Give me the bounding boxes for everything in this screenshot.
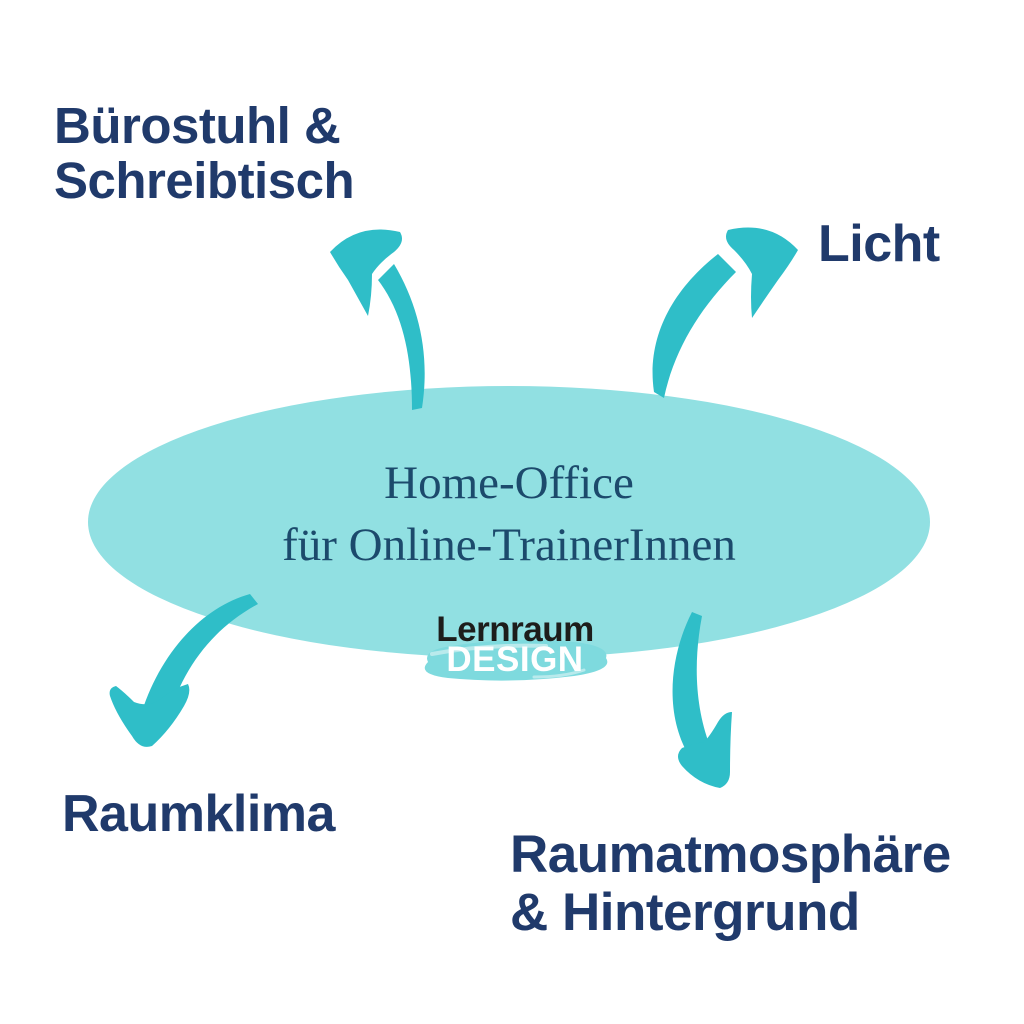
center-title-line2: für Online-TrainerInnen [282,519,736,572]
logo-lernraum-text: Lernraum [436,610,594,649]
center-title-line1: Home-Office [384,457,634,509]
curved-arrow-bottom-left-icon [109,594,258,747]
label-raumatmosphaere-line1: Raumatmosphäre [510,825,951,884]
label-raumatmosphaere-line2: & Hintergrund [510,883,860,943]
label-buerostuhl-schreibtisch: Bürostuhl & Schreibtisch [54,97,355,210]
curved-arrow-bottom-right-icon [672,612,732,788]
brush-stroke-icon [424,639,608,681]
curved-arrow-top-left-icon [330,229,425,410]
lernraum-design-logo: Lernraum DESIGN [415,610,615,681]
center-title: Home-Office für Online-TrainerInnen [88,452,930,576]
logo-design-text: DESIGN [446,640,584,679]
curved-arrow-top-right-icon [652,227,798,398]
label-raumklima: Raumklima [62,785,335,843]
label-buerostuhl-line2: Schreibtisch [54,152,355,210]
label-licht: Licht [818,215,940,273]
label-raumatmosphaere-hintergrund: Raumatmosphäre & Hintergrund [510,825,951,943]
label-buerostuhl-line1: Bürostuhl & [54,97,341,154]
